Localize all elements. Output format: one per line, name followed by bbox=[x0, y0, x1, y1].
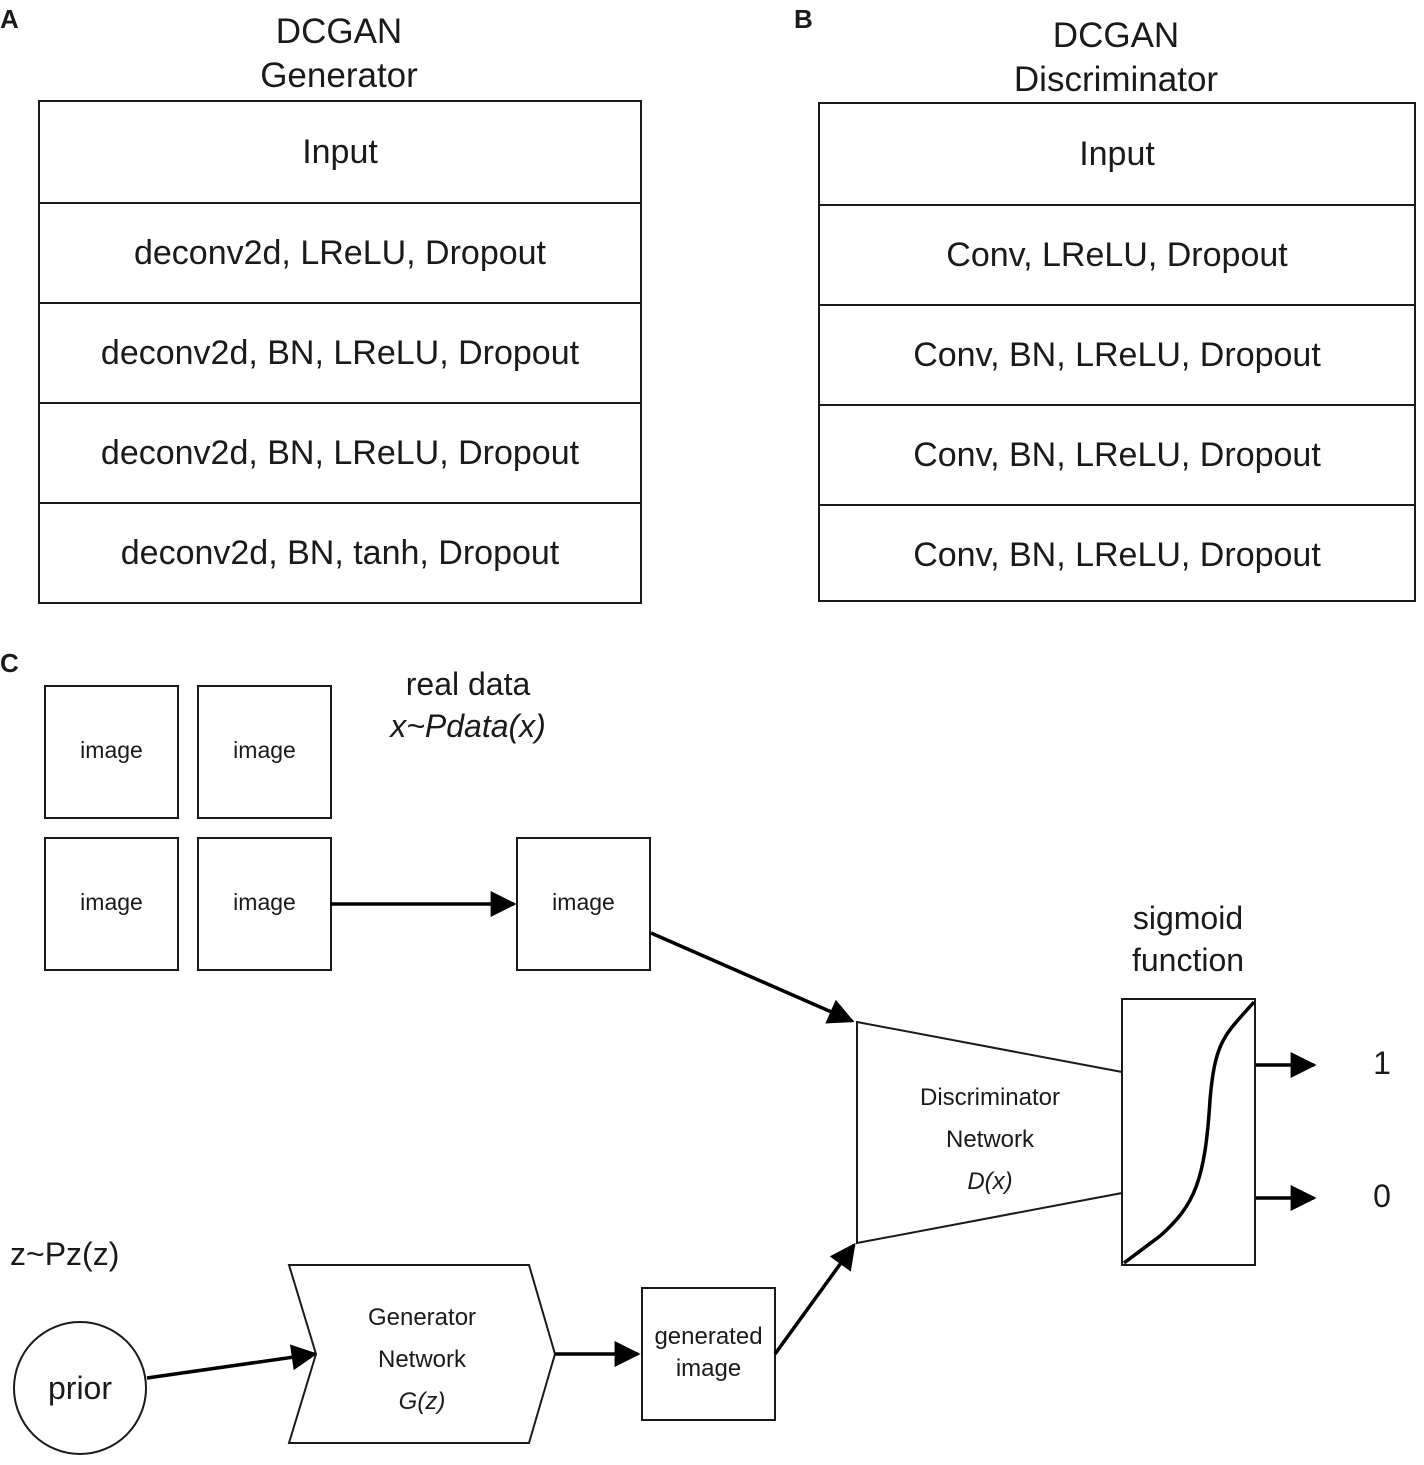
discriminator-network-line2: Network bbox=[945, 1126, 1035, 1153]
real-image-box bbox=[44, 837, 179, 971]
discriminator-network-line1: Discriminator bbox=[919, 1084, 1060, 1111]
generator-network-line2: Network bbox=[377, 1346, 467, 1373]
generator-layer-row: deconv2d, BN, LReLU, Dropout bbox=[40, 402, 640, 502]
generator-title-line2: Generator bbox=[260, 56, 418, 95]
generated-image-line2: image bbox=[675, 1355, 742, 1382]
sigmoid-function-label: sigmoid function bbox=[1108, 897, 1268, 981]
sigmoid-line2: function bbox=[1131, 942, 1245, 978]
real-data-label: real data x~Pdata(x) bbox=[360, 663, 576, 747]
discriminator-layer-row: Input bbox=[1079, 134, 1155, 173]
discriminator-layer-row: Conv, BN, LReLU, Dropout bbox=[820, 504, 1414, 604]
panel-c-label: C bbox=[0, 648, 19, 678]
generator-network-line1: Generator bbox=[367, 1304, 477, 1331]
generator-layer-table: Input deconv2d, LReLU, Dropout deconv2d,… bbox=[38, 100, 642, 604]
output-fake-label: 0 bbox=[1373, 1178, 1391, 1214]
sigmoid-line1: sigmoid bbox=[1132, 900, 1244, 936]
real-image-label: image bbox=[233, 889, 296, 915]
generator-function-label: G(z) bbox=[398, 1388, 446, 1415]
generator-layer-row: Input bbox=[302, 132, 378, 171]
real-data-distribution: x~Pdata(x) bbox=[390, 708, 546, 744]
generator-title-line1: DCGAN bbox=[275, 12, 403, 51]
generated-image-box bbox=[641, 1287, 776, 1421]
generated-image-label: generated image bbox=[642, 1321, 775, 1385]
generator-title: DCGAN Generator bbox=[38, 10, 640, 98]
prior-circle bbox=[13, 1321, 147, 1455]
discriminator-function-label: D(x) bbox=[967, 1168, 1013, 1195]
discriminator-layer-row: Conv, LReLU, Dropout bbox=[820, 204, 1414, 304]
discriminator-layer-row: Conv, BN, LReLU, Dropout bbox=[820, 304, 1414, 404]
discriminator-title: DCGAN Discriminator bbox=[818, 14, 1414, 102]
prior-to-generator-arrow bbox=[146, 1344, 318, 1380]
selected-to-discriminator-arrow bbox=[650, 931, 855, 1024]
generator-network-label: Generator Network G(z) bbox=[320, 1297, 524, 1423]
sigmoid-curve bbox=[1122, 1000, 1256, 1265]
real-image-label: image bbox=[80, 889, 143, 915]
discriminator-title-line1: DCGAN bbox=[1052, 16, 1180, 55]
output-real-label: 1 bbox=[1373, 1045, 1391, 1081]
panel-b-label: B bbox=[794, 4, 813, 34]
discriminator-layer-row: Conv, BN, LReLU, Dropout bbox=[820, 404, 1414, 504]
real-image-label: image bbox=[233, 737, 296, 763]
discriminator-title-line2: Discriminator bbox=[1013, 60, 1219, 99]
prior-distribution-label: z~Pz(z) bbox=[10, 1236, 120, 1272]
real-image-box bbox=[197, 837, 332, 971]
generator-layer-row: deconv2d, LReLU, Dropout bbox=[40, 202, 640, 302]
real-image-box bbox=[44, 685, 179, 819]
generator-network-shape bbox=[287, 1264, 557, 1444]
discriminator-network-label: Discriminator Network D(x) bbox=[880, 1077, 1100, 1203]
real-image-label: image bbox=[80, 737, 143, 763]
generated-to-discriminator-arrow bbox=[773, 1242, 856, 1356]
sigmoid-box bbox=[1121, 998, 1256, 1266]
prior-label: prior bbox=[47, 1370, 112, 1406]
generator-layer-row: deconv2d, BN, LReLU, Dropout bbox=[40, 302, 640, 402]
generator-layer-row: deconv2d, BN, tanh, Dropout bbox=[40, 502, 640, 602]
real-image-box bbox=[197, 685, 332, 819]
real-data-line1: real data bbox=[405, 666, 531, 702]
selected-image-label: image bbox=[552, 889, 615, 915]
discriminator-layer-table: Input Conv, LReLU, Dropout Conv, BN, LRe… bbox=[818, 102, 1416, 602]
panel-a-label: A bbox=[0, 4, 19, 34]
generated-image-line1: generated bbox=[654, 1323, 763, 1350]
selected-image-box bbox=[516, 837, 651, 971]
